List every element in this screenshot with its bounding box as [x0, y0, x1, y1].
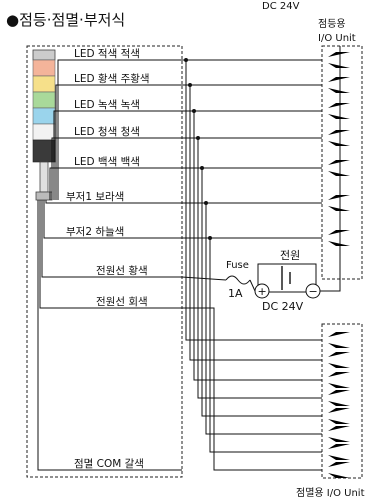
junction-dot	[200, 166, 204, 170]
signal-label: LED 적색 적색	[74, 48, 140, 60]
blink-transistor-icon-collector	[328, 390, 350, 395]
tower-lamp-box	[26, 45, 183, 478]
signal-label: 전원선 회색	[96, 296, 148, 308]
lamp-wire	[57, 59, 182, 200]
lamp-cap	[32, 49, 56, 61]
signal-label: LED 녹색 녹색	[74, 99, 140, 111]
power-supply-section: Fuse 1A 전원 DC 24V + −	[225, 249, 321, 313]
io-unit-bottom-label: 점멸용 I/O Unit	[296, 487, 365, 499]
lamp-blue-segment	[32, 107, 56, 125]
plus-terminal-icon	[254, 283, 270, 299]
supply-voltage: DC 24V	[262, 300, 304, 313]
io-unit-bottom-box	[321, 323, 363, 479]
lamp-wire	[55, 84, 182, 200]
blink-transistor-icon-collector	[328, 352, 350, 357]
junction-dot	[208, 236, 212, 240]
lighting-transistor-icon-collector	[328, 103, 350, 108]
com-wire	[182, 307, 322, 471]
tower-lamp	[32, 49, 56, 201]
lighting-transistor-icon-emitter	[328, 206, 350, 211]
lamp-green-segment	[32, 91, 56, 109]
signal-label: 전원선 황색	[96, 265, 148, 277]
fuse-label: Fuse	[226, 260, 249, 271]
blink-transistor-icon-collector	[328, 332, 350, 337]
lamp-wire	[45, 200, 182, 204]
lamp-wire	[51, 137, 182, 200]
lighting-transistor-icon-emitter	[328, 114, 350, 119]
lighting-transistor-icon-collector	[328, 52, 350, 57]
blink-transistor-icon-emitter	[328, 455, 350, 460]
blink-branch-wire	[185, 60, 322, 341]
lighting-transistor-icon-emitter	[328, 88, 350, 93]
lamp-wire	[49, 167, 182, 200]
io-unit-top-label-1: 점등용	[318, 18, 346, 30]
lamp-pole	[39, 161, 49, 193]
blink-transistor-icon-emitter	[328, 419, 350, 424]
lamp-wire	[41, 200, 182, 278]
supply-minus-wire	[320, 244, 341, 292]
lighting-transistor-icon-collector	[328, 195, 350, 200]
lamp-wire	[39, 200, 182, 309]
blink-branch-wire	[201, 168, 322, 417]
lighting-transistor-icon-emitter	[328, 141, 350, 146]
supply-label: 전원	[280, 249, 300, 262]
power-wire-plus	[181, 276, 227, 281]
diagram-title: ●점등·점멸·부저식	[6, 11, 125, 29]
fuse-to-supply-wire	[249, 279, 256, 292]
supply-box	[257, 263, 317, 293]
blink-branch-wire	[205, 203, 322, 435]
blink-transistor-icon-collector	[328, 408, 350, 413]
blink-branch-wire	[197, 138, 322, 399]
fuse-rating: 1A	[228, 287, 243, 300]
blink-transistor-icon-emitter	[328, 363, 350, 368]
lamp-wire	[43, 200, 182, 239]
signal-label: 점멸 COM 갈색	[74, 457, 144, 470]
blink-transistor-icon-emitter	[328, 401, 350, 406]
blink-transistor-icon-emitter	[328, 437, 350, 442]
top-cut-label: DC 24V	[262, 1, 300, 12]
signal-label: LED 황색 주황색	[74, 73, 150, 85]
lighting-transistor-icon-emitter	[328, 63, 350, 68]
signal-label: 부저2 하늘색	[66, 225, 124, 238]
fuse-symbol-icon	[225, 275, 251, 285]
blink-com-transistor-icon-emitter	[328, 473, 350, 478]
blink-transistor-icon-collector	[328, 444, 350, 449]
lighting-transistor-icon-collector	[328, 77, 350, 82]
signal-label: 부저1 보라색	[66, 191, 124, 203]
plus-symbol: +	[258, 285, 267, 298]
minus-symbol: −	[309, 285, 318, 298]
blink-transistor-icon-collector	[328, 426, 350, 431]
lamp-wire	[53, 110, 182, 200]
io-unit-top-box	[321, 45, 363, 280]
signal-label: LED 청색 청색	[74, 126, 140, 138]
lighting-transistor-icon-emitter	[328, 241, 350, 246]
minus-terminal-icon	[305, 283, 321, 299]
lighting-transistor-icon-collector	[328, 130, 350, 135]
blink-com-transistor-icon-collector	[328, 462, 350, 467]
blink-branch-wire	[189, 85, 322, 361]
junction-dot	[204, 201, 208, 205]
blink-transistor-icon-emitter	[328, 383, 350, 388]
signal-label: LED 백색 백색	[74, 156, 140, 168]
blink-transistor-icon-collector	[328, 372, 350, 377]
lamp-red-segment	[32, 59, 56, 77]
lamp-amber-segment	[32, 75, 56, 93]
junction-dot	[184, 58, 188, 62]
blink-branch-wire	[209, 238, 322, 453]
blink-transistor-icon-emitter	[328, 343, 350, 348]
lighting-transistor-icon-collector	[328, 160, 350, 165]
junction-dot	[192, 109, 196, 113]
junction-dot	[188, 83, 192, 87]
io-unit-top-label-2: I/O Unit	[318, 33, 356, 44]
blink-branch-wire	[193, 111, 322, 381]
junction-dot	[196, 136, 200, 140]
lighting-transistor-icon-collector	[328, 230, 350, 235]
lamp-wire	[37, 200, 182, 471]
lighting-transistor-icon-emitter	[328, 171, 350, 176]
